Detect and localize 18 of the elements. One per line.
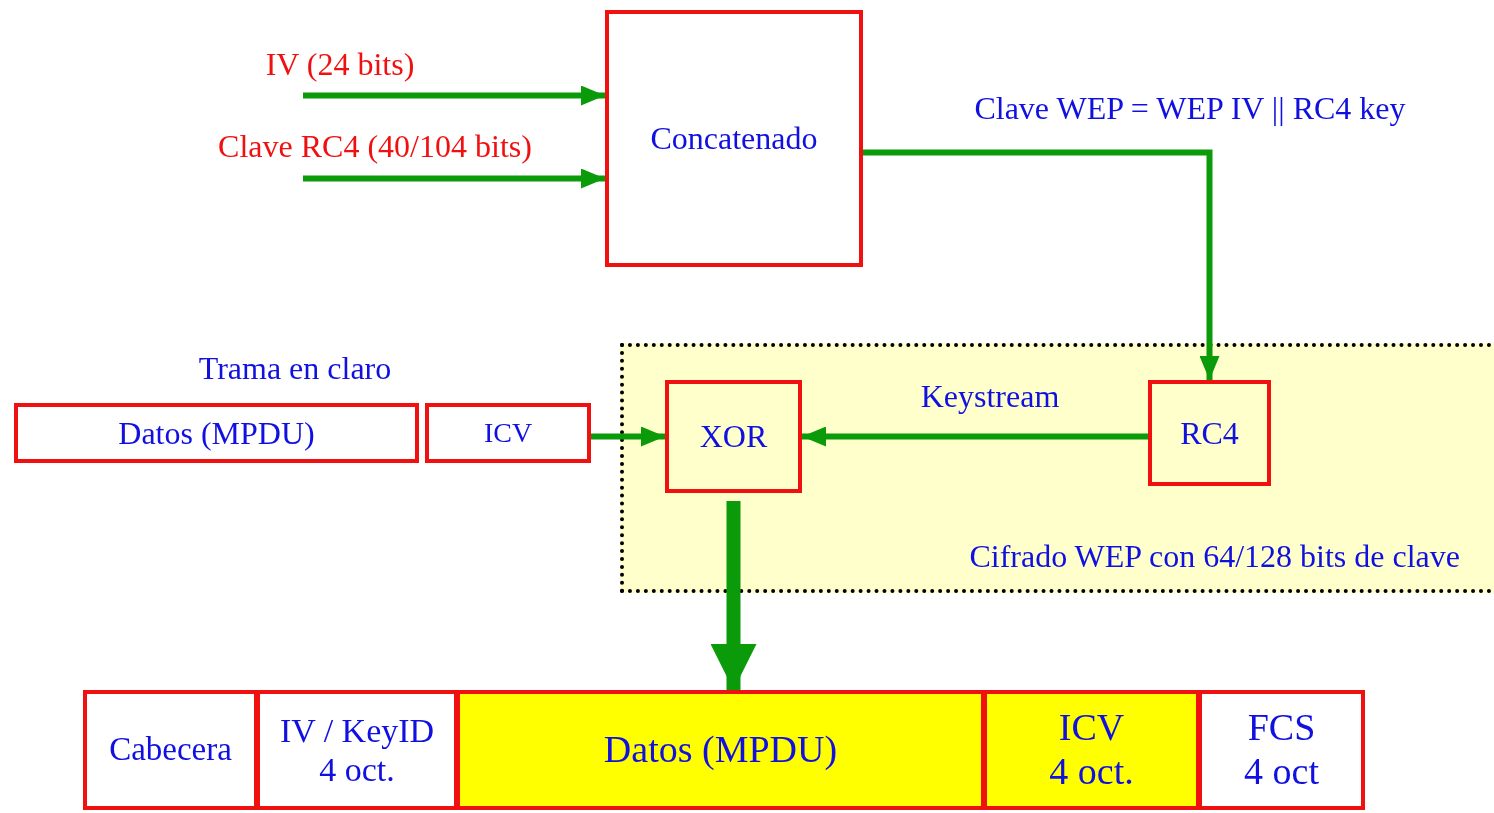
field-box: Cabecera [83, 690, 258, 810]
field-box: RC4 [1148, 380, 1271, 486]
arrow [802, 426, 1148, 447]
arrow [303, 168, 605, 189]
field-box: Datos (MPDU) [456, 690, 985, 810]
region-title: Cifrado WEP con 64/128 bits de clave [969, 538, 1460, 575]
field-box: XOR [665, 380, 802, 493]
arrow [863, 149, 1220, 380]
arrow [710, 501, 757, 690]
field-box: ICV [425, 403, 591, 463]
field-box: Concatenado [605, 10, 863, 267]
arrow [591, 426, 665, 447]
field-box: FCS 4 oct [1198, 690, 1365, 810]
field-box: Datos (MPDU) [14, 403, 419, 463]
dotted-region [620, 343, 1494, 593]
field-box: ICV 4 oct. [983, 690, 1200, 810]
frame-caption: Trama en claro [197, 350, 393, 387]
arrow [303, 85, 605, 106]
